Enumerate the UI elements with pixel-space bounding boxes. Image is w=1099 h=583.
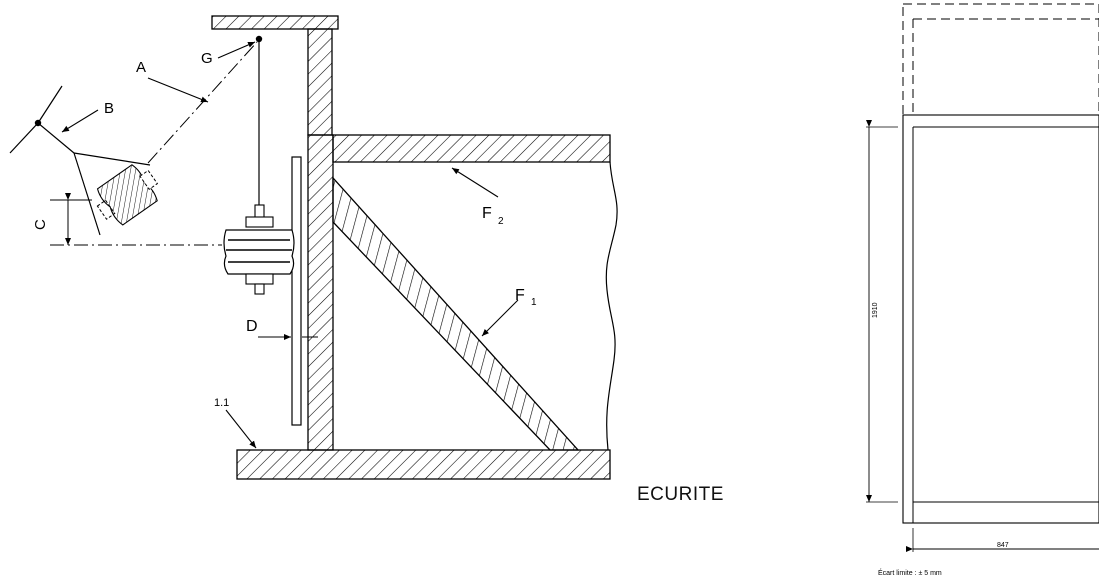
label-c: C — [32, 219, 49, 230]
leader-b — [61, 109, 99, 133]
label-b: B — [104, 100, 114, 117]
label-f2-sub: 2 — [498, 216, 504, 227]
label-a: A — [136, 59, 146, 76]
leader-a — [147, 77, 209, 103]
leader-f2 — [451, 167, 499, 198]
leader-11 — [225, 409, 257, 449]
impactor-hanging — [223, 204, 295, 295]
label-d: D — [246, 318, 258, 335]
label-11: 1.1 — [214, 397, 229, 409]
swing-line-a — [147, 41, 258, 164]
leader-g — [217, 41, 256, 59]
caption-fragment: ECURITE — [637, 484, 724, 505]
right-diagram: 1910 847 — [866, 3, 1099, 552]
panel-outer-frame — [902, 114, 1099, 524]
break-line — [605, 161, 618, 451]
base-beam — [236, 449, 611, 480]
width-dimension: 847 — [997, 542, 1009, 549]
label-f2: F — [482, 205, 492, 222]
label-f1-sub: 1 — [531, 297, 537, 308]
left-diagram: A B G C D F 2 F 1 1.1 — [9, 15, 618, 480]
impactor-swung — [9, 85, 159, 236]
vertical-post — [307, 134, 334, 451]
upper-wall — [307, 28, 333, 136]
dashed-extension — [902, 3, 1099, 116]
leader-f1 — [481, 299, 519, 337]
label-f1: F — [515, 287, 525, 304]
label-g: G — [201, 50, 213, 67]
tolerance-note: Écart limite : ± 5 mm — [878, 570, 942, 577]
front-plate — [291, 156, 302, 426]
height-dimension: 1910 — [872, 302, 879, 318]
ceiling-beam — [211, 15, 339, 30]
top-beam-f2 — [332, 134, 611, 163]
pivot-g — [255, 35, 263, 43]
diagonal-brace-f1 — [332, 176, 580, 451]
